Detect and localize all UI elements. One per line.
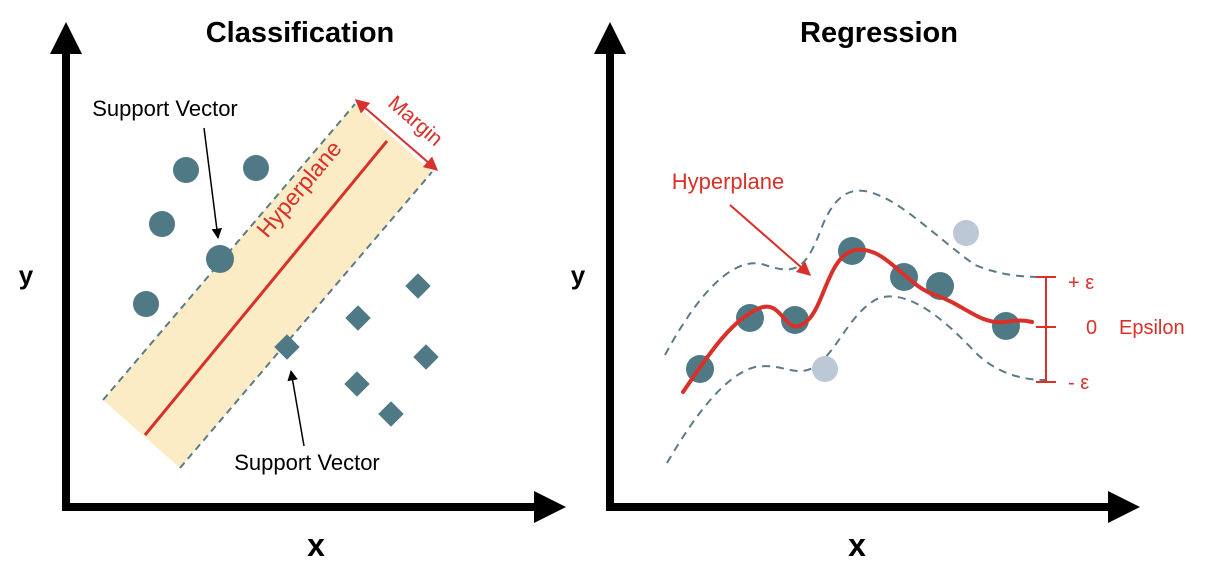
y-axis-arrowhead [594, 22, 626, 54]
support-vector-arrow-top [203, 127, 223, 240]
support-vector-arrow-bottom [287, 369, 305, 447]
margin-arrow [354, 99, 439, 171]
epsilon-scale [1036, 276, 1056, 383]
data-point [992, 312, 1020, 340]
classification-axes [50, 22, 566, 523]
data-point [781, 306, 809, 334]
y-axis-arrowhead [50, 22, 82, 54]
classification-y-label: y [19, 260, 34, 290]
support-vector-diamond [274, 334, 300, 360]
regression-hyperplane-curve [681, 247, 1034, 394]
data-point-diamond [345, 305, 371, 331]
outlier-point [812, 356, 838, 382]
x-axis-arrowhead [1108, 491, 1140, 523]
minus-epsilon-label: - ε [1068, 372, 1089, 394]
zero-label: 0 [1086, 317, 1097, 339]
margin-boundary-lower [179, 171, 433, 469]
support-vector-label-bottom: Support Vector [234, 450, 380, 475]
support-vector-circle [206, 245, 234, 273]
plus-epsilon-label: + ε [1068, 272, 1094, 294]
epsilon-label: Epsilon [1119, 317, 1185, 339]
regression-x-label: x [848, 527, 866, 563]
data-point-diamond [413, 344, 439, 370]
classification-x-label: x [307, 527, 325, 563]
regression-axes [594, 22, 1140, 523]
regression-points [686, 220, 1020, 383]
classification-hyperplane-line [143, 140, 389, 436]
data-point-circle [243, 155, 269, 181]
data-point-diamond [405, 273, 431, 299]
regression-panel: Regression y x Hyperplane [571, 17, 1185, 563]
data-point-diamond [344, 371, 370, 397]
epsilon-tube-upper [664, 189, 1046, 356]
support-vector-label-top: Support Vector [92, 96, 238, 121]
class-diamonds [274, 273, 439, 427]
data-point-circle [173, 157, 199, 183]
data-point-circle [133, 291, 159, 317]
x-axis-arrowhead [534, 491, 566, 523]
class-circles [133, 155, 269, 317]
classification-title: Classification [206, 17, 395, 49]
classification-panel: Classification y x Hyperplane Margin [19, 17, 566, 563]
regression-hyperplane-label: Hyperplane [672, 169, 785, 194]
outlier-point [953, 220, 979, 246]
data-point-diamond [378, 401, 404, 427]
epsilon-tube-lower [666, 295, 1046, 464]
regression-y-label: y [571, 260, 586, 290]
data-point-circle [149, 211, 175, 237]
regression-title: Regression [800, 17, 958, 49]
regression-hyperplane-arrow [729, 204, 812, 276]
